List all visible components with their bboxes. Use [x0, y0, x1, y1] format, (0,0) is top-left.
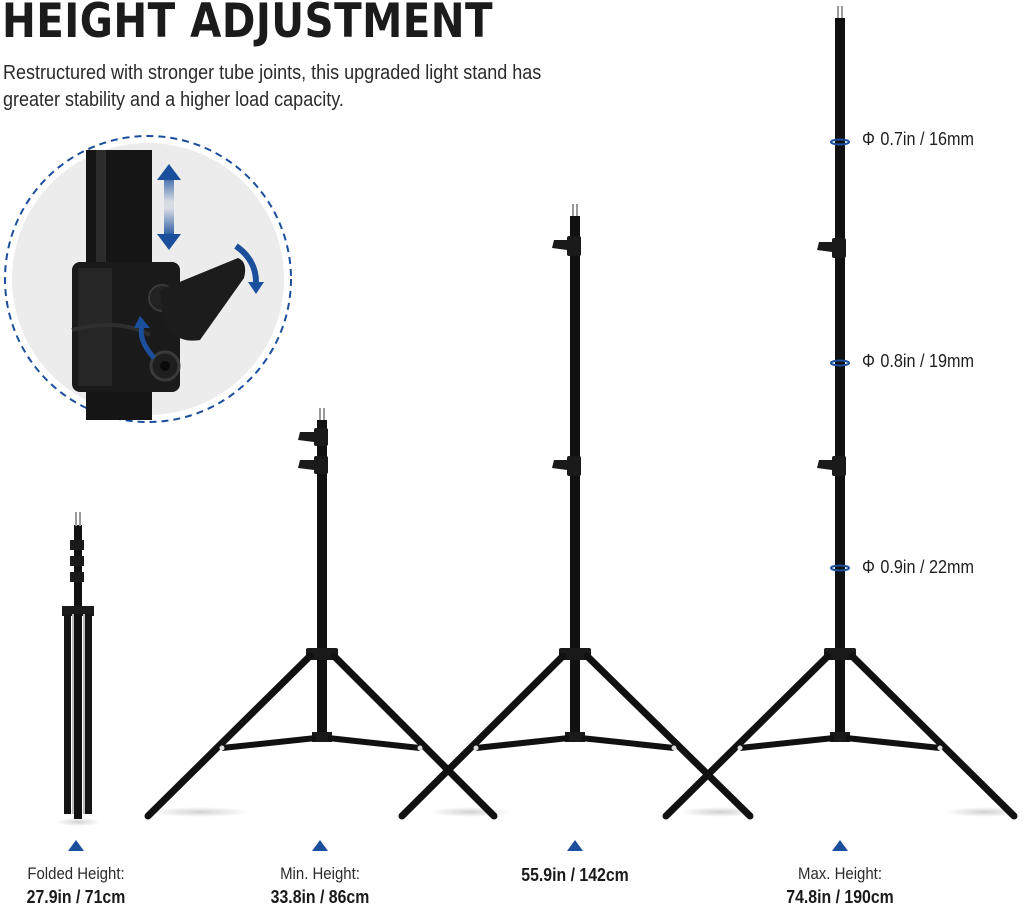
stand-min-height: [144, 408, 510, 820]
diameter-icon: Φ: [862, 129, 875, 149]
joint-detail-inset: [4, 135, 292, 423]
pointer-triangle-icon: [567, 840, 583, 851]
caption-mid-height: 55.9in / 142cm: [475, 840, 675, 887]
pointer-triangle-icon: [832, 840, 848, 851]
diameter-marker-icon: [830, 564, 850, 572]
diameter-icon: Φ: [862, 557, 875, 577]
diameter-icon: Φ: [862, 351, 875, 371]
stand-mid-height: [398, 204, 760, 820]
pointer-triangle-icon: [68, 840, 84, 851]
page-subtitle: Restructured with stronger tube joints, …: [3, 62, 542, 111]
page-title: HEIGHT ADJUSTMENT: [2, 0, 494, 49]
caption-folded-height: Folded Height: 27.9in / 71cm: [0, 840, 176, 909]
caption-min-height: Min. Height: 33.8in / 86cm: [220, 840, 420, 909]
stand-max-height: [662, 6, 1024, 820]
diameter-marker-icon: [830, 359, 850, 367]
caption-max-height: Max. Height: 74.8in / 190cm: [740, 840, 940, 909]
stand-folded: [56, 512, 100, 826]
pointer-triangle-icon: [312, 840, 328, 851]
diameter-marker-icon: [830, 138, 850, 146]
